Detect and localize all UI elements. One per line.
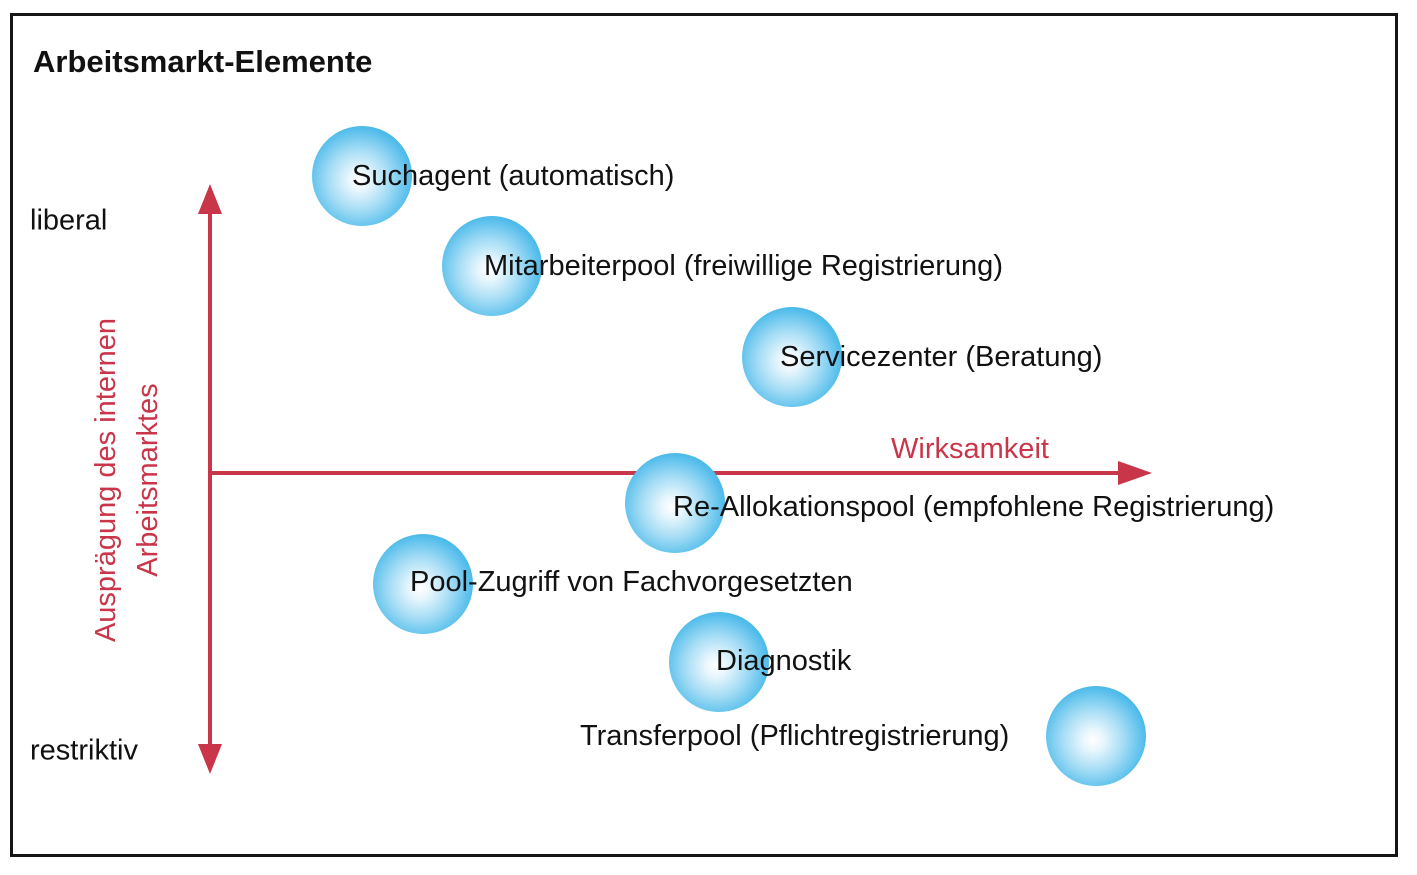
x-axis-title: Wirksamkeit xyxy=(891,433,1049,465)
bubble-label: Re-Allokationspool (empfohlene Registrie… xyxy=(673,490,1275,523)
y-axis-bottom-label: restriktiv xyxy=(30,734,138,767)
bubble-marker-icon xyxy=(442,216,542,316)
page-title: Arbeitsmarkt-Elemente xyxy=(33,44,373,79)
y-axis-title-line1: Ausprägung des internen xyxy=(90,317,122,643)
bubble-marker-icon xyxy=(1046,686,1146,786)
bubble-marker-icon xyxy=(373,534,473,634)
bubble-marker-icon xyxy=(625,453,725,553)
figure-border xyxy=(10,13,1398,857)
bubble-label: Mitarbeiterpool (freiwillige Registrieru… xyxy=(484,249,1003,282)
bubble-label: Pool-Zugriff von Fachvorgesetzten xyxy=(410,565,853,598)
y-axis-top-label: liberal xyxy=(30,204,108,237)
y-axis-title-line2: Arbeitsmarktes xyxy=(132,383,164,577)
bubble-marker-icon xyxy=(669,612,769,712)
x-axis-arrow-right-icon xyxy=(1118,461,1152,485)
bubble-label: Transferpool (Pflichtregistrierung) xyxy=(580,719,1010,752)
bubble-marker-icon xyxy=(742,307,842,407)
bubble-marker-icon xyxy=(312,126,412,226)
bubble-label: Diagnostik xyxy=(716,644,852,677)
y-axis-arrow-up-icon xyxy=(198,184,222,214)
y-axis-arrow-down-icon xyxy=(198,744,222,774)
bubble-label: Suchagent (automatisch) xyxy=(352,159,675,192)
bubble-label: Servicezenter (Beratung) xyxy=(780,340,1103,373)
y-axis-title: Ausprägung des internen Arbeitsmarktes xyxy=(85,230,169,730)
